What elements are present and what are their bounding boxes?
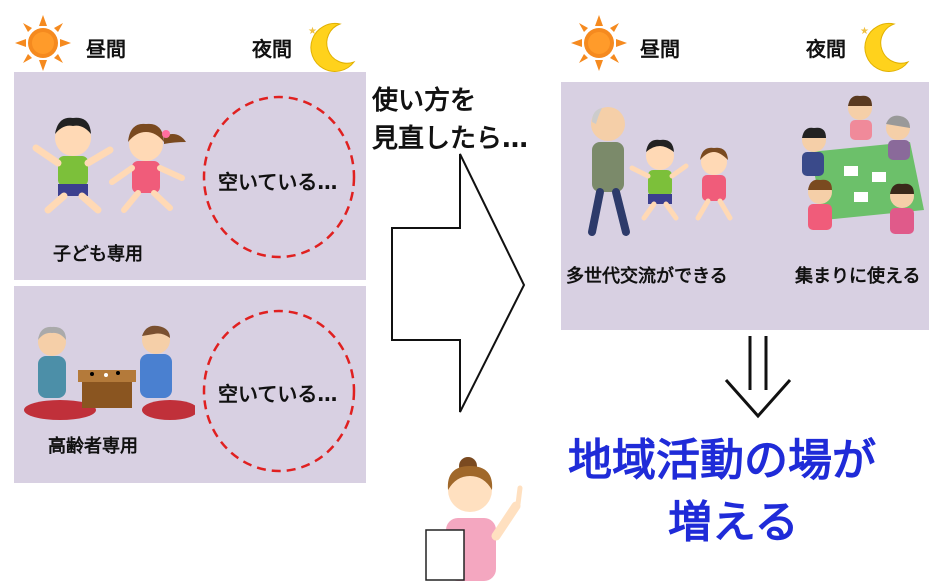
moon-icon: ★ [860, 22, 910, 72]
empty-text-bottom: 空いている… [218, 382, 338, 406]
moon-icon: ★ [308, 22, 356, 72]
callout-line-2: 見直したら… [372, 124, 529, 154]
result-line-2: 増える [668, 497, 799, 548]
svg-text:★: ★ [860, 26, 869, 37]
empty-circle-top [202, 95, 356, 259]
multigenerational-caption: 多世代交流ができる [566, 266, 728, 287]
svg-text:★: ★ [308, 26, 317, 37]
empty-circle-bottom [202, 309, 356, 473]
double-down-arrow-icon [724, 336, 792, 419]
sun-icon [15, 15, 71, 71]
multigenerational-illustration [588, 107, 733, 236]
right-day-label: 昼間 [640, 37, 680, 61]
right-arrow-icon [391, 153, 526, 413]
meeting-illustration [802, 95, 924, 234]
left-day-label: 昼間 [86, 37, 126, 61]
left-night-label: 夜間 [252, 37, 292, 61]
elderly-only-panel [14, 286, 366, 483]
callout-line-1: 使い方を [372, 86, 477, 116]
elderly-illustration [24, 325, 195, 420]
result-line-1: 地域活動の場が [568, 435, 876, 486]
children-illustration [32, 117, 186, 214]
gathering-caption: 集まりに使える [795, 266, 921, 287]
presenter-woman-illustration [425, 457, 523, 581]
kids-only-caption: 子ども専用 [53, 244, 143, 265]
right-night-label: 夜間 [806, 37, 846, 61]
empty-text-top: 空いている… [218, 170, 338, 194]
rethink-callout: 使い方を 見直したら… [372, 82, 528, 158]
elderly-only-caption: 高齢者専用 [48, 436, 138, 457]
sun-icon [571, 15, 627, 71]
